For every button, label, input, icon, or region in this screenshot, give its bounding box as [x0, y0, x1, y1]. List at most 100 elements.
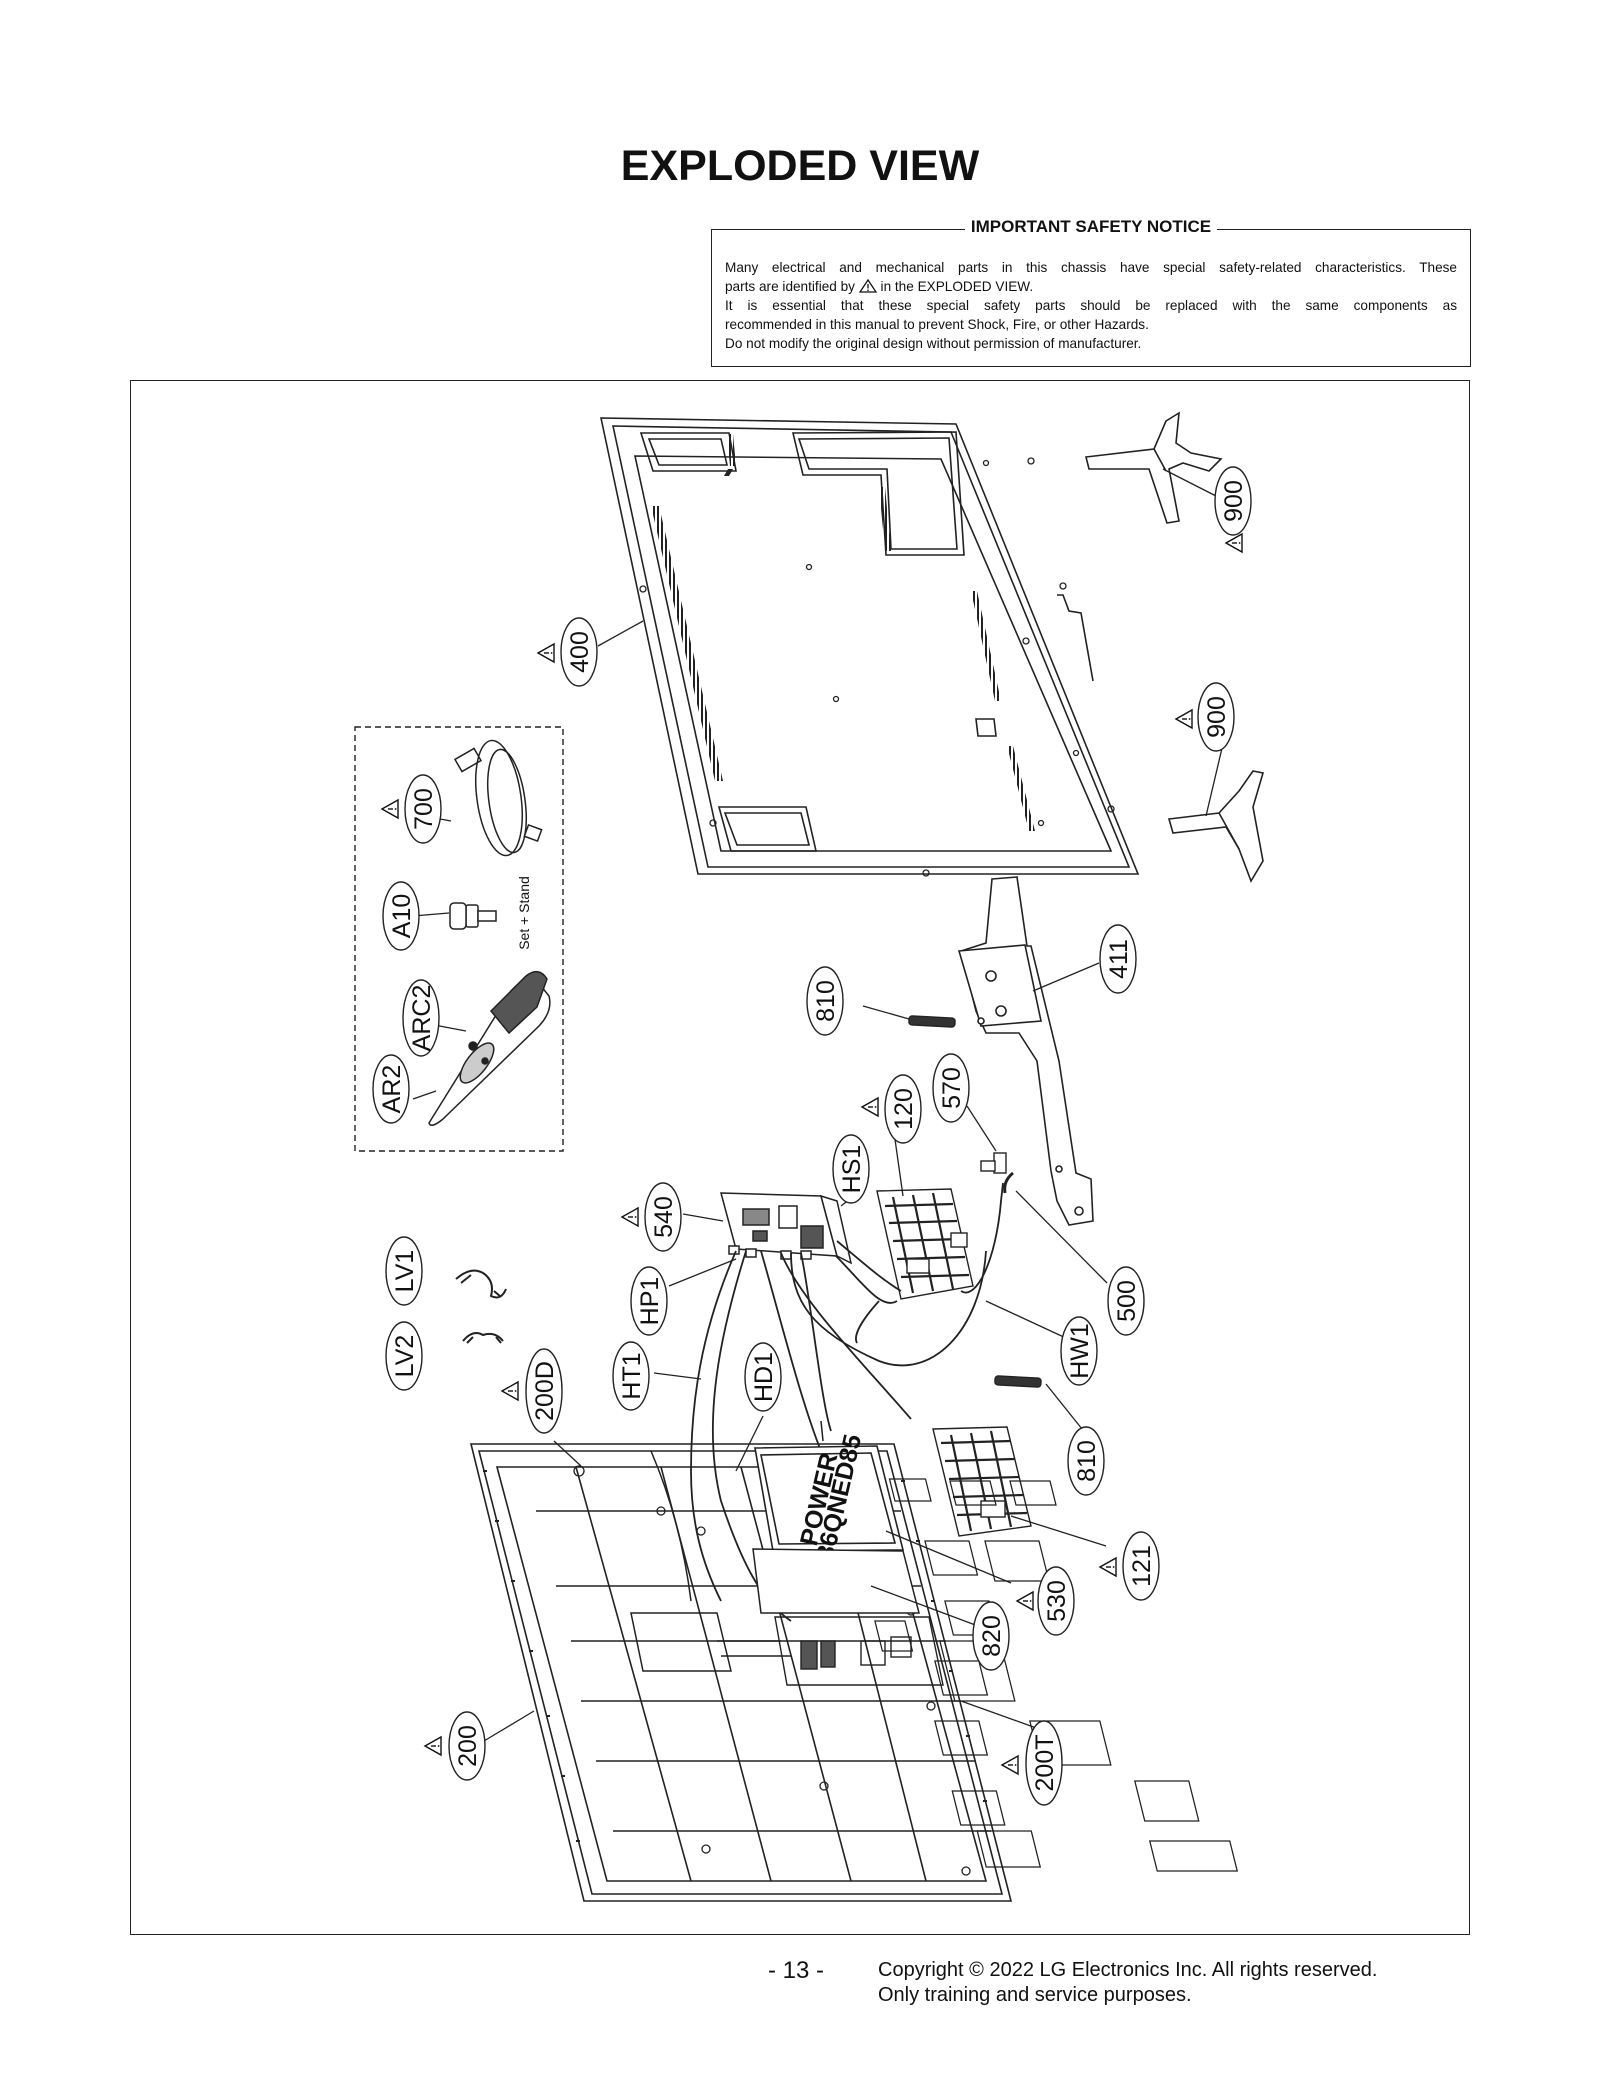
svg-text:AR2: AR2	[378, 1065, 406, 1114]
svg-text:ARC2: ARC2	[408, 985, 436, 1052]
svg-text:200T: 200T	[1031, 1735, 1059, 1792]
safety-notice-title: IMPORTANT SAFETY NOTICE	[964, 217, 1218, 236]
warning-triangle-icon	[621, 1207, 639, 1227]
copyright: Copyright © 2022 LG Electronics Inc. All…	[878, 1959, 1378, 2006]
svg-text:810: 810	[812, 980, 840, 1022]
power-board	[754, 1445, 905, 1552]
stand-lower	[1167, 770, 1265, 883]
tcon-board	[774, 1616, 944, 1686]
stand-upper	[1085, 411, 1223, 524]
part-label-HW1: HW1	[1060, 1316, 1098, 1386]
notice-line-1: Many electrical and mechanical parts in …	[725, 260, 1457, 275]
part-label-810-upper: 810	[806, 966, 844, 1036]
small-part-810b	[994, 1375, 1042, 1388]
part-label-700: 700	[404, 774, 442, 844]
part-label-200: 200	[448, 1711, 486, 1781]
svg-text:HW1: HW1	[1066, 1323, 1094, 1379]
warning-triangle-icon	[537, 643, 555, 663]
part-label-810-lower: 810	[1067, 1426, 1105, 1496]
page-number: - 13 -	[768, 1957, 825, 1984]
small-part-810a	[908, 1015, 956, 1028]
part-570	[980, 1152, 1007, 1174]
part-label-570: 570	[932, 1053, 970, 1123]
svg-text:570: 570	[938, 1067, 966, 1109]
svg-text:LV1: LV1	[391, 1250, 419, 1293]
part-label-400: 400	[560, 617, 598, 687]
lvds-cables	[455, 1269, 507, 1344]
svg-text:LV2: LV2	[391, 1335, 419, 1378]
part-label-540: 540	[644, 1182, 682, 1252]
svg-text:A10: A10	[388, 894, 416, 938]
warning-triangle-icon	[424, 1736, 442, 1756]
exploded-view-diagram: POWER 86QNED85	[130, 380, 1470, 1935]
part-label-A10: A10	[382, 881, 420, 951]
svg-text:900: 900	[1220, 480, 1248, 522]
part-label-530: 530	[1037, 1566, 1075, 1636]
panel-cables	[630, 1420, 824, 1672]
speaker-120	[876, 1188, 974, 1300]
part-label-LV1: LV1	[385, 1236, 423, 1306]
notice-line-2: parts are identified by in the EXPLODED …	[725, 279, 1034, 294]
svg-text:400: 400	[566, 631, 594, 673]
back-cover	[600, 417, 1140, 875]
notice-line-4: recommended in this manual to prevent Sh…	[725, 317, 1149, 332]
display-panel	[469, 1443, 1013, 1902]
back-cover-screws	[639, 457, 1115, 877]
svg-text:500: 500	[1113, 1280, 1141, 1322]
svg-text:HP1: HP1	[636, 1277, 664, 1326]
part-label-AR2: AR2	[372, 1054, 410, 1124]
part-label-121: 121	[1122, 1531, 1160, 1601]
stand-bracket	[957, 876, 1094, 1226]
warning-triangle-icon	[1001, 1755, 1019, 1775]
page-title: EXPLODED VIEW	[620, 142, 980, 190]
warning-triangle-icon	[1175, 709, 1193, 729]
remote-control	[428, 970, 551, 1126]
part-label-LV2: LV2	[385, 1321, 423, 1391]
svg-text:200D: 200D	[531, 1361, 559, 1421]
svg-text:HT1: HT1	[618, 1352, 646, 1399]
part-500	[1003, 1171, 1014, 1194]
board-cover	[752, 1548, 920, 1614]
svg-text:120: 120	[890, 1088, 918, 1130]
main-board	[720, 1192, 853, 1265]
svg-text:900: 900	[1203, 696, 1231, 738]
svg-text:HD1: HD1	[750, 1352, 778, 1402]
part-label-200D: 200D	[525, 1348, 563, 1434]
accessory-note: Set + Stand	[516, 876, 532, 950]
warning-triangle-icon	[861, 1097, 879, 1117]
part-label-500: 500	[1107, 1266, 1145, 1336]
part-label-411: 411	[1099, 924, 1137, 994]
warning-triangle-icon	[501, 1381, 519, 1401]
notice-line-3: It is essential that these special safet…	[725, 298, 1457, 313]
part-label-HS1: HS1	[832, 1134, 870, 1204]
screw	[449, 902, 497, 930]
notice-line-5: Do not modify the original design withou…	[725, 336, 1142, 351]
accessory-box	[354, 726, 564, 1152]
back-cover-vents	[651, 434, 1035, 831]
warning-triangle-icon	[1225, 533, 1243, 553]
warning-triangle-icon	[1099, 1557, 1117, 1577]
svg-text:540: 540	[650, 1196, 678, 1238]
safety-notice-body: Many electrical and mechanical parts in …	[725, 258, 1457, 353]
safety-notice: IMPORTANT SAFETY NOTICE Many electrical …	[711, 217, 1471, 367]
part-label-120: 120	[884, 1074, 922, 1144]
svg-text:411: 411	[1105, 939, 1133, 979]
svg-text:121: 121	[1128, 1545, 1156, 1587]
power-cord	[453, 739, 543, 857]
part-label-ARC2: ARC2	[402, 979, 440, 1057]
svg-text:HS1: HS1	[838, 1145, 866, 1194]
warning-triangle-icon	[1016, 1591, 1034, 1611]
part-label-900-upper: 900	[1214, 466, 1252, 536]
part-label-900-lower: 900	[1197, 682, 1235, 752]
part-label-HP1: HP1	[630, 1266, 668, 1336]
svg-text:530: 530	[1043, 1580, 1071, 1622]
panel-edge-ticks	[483, 1470, 987, 1842]
part-label-HD1: HD1	[744, 1342, 782, 1412]
warning-triangle-icon	[381, 799, 399, 819]
svg-text:810: 810	[1073, 1440, 1101, 1482]
part-label-820: 820	[972, 1601, 1010, 1671]
svg-text:700: 700	[410, 788, 438, 830]
warning-triangle-icon	[858, 279, 877, 293]
svg-text:200: 200	[454, 1725, 482, 1767]
part-label-200T: 200T	[1025, 1720, 1063, 1806]
